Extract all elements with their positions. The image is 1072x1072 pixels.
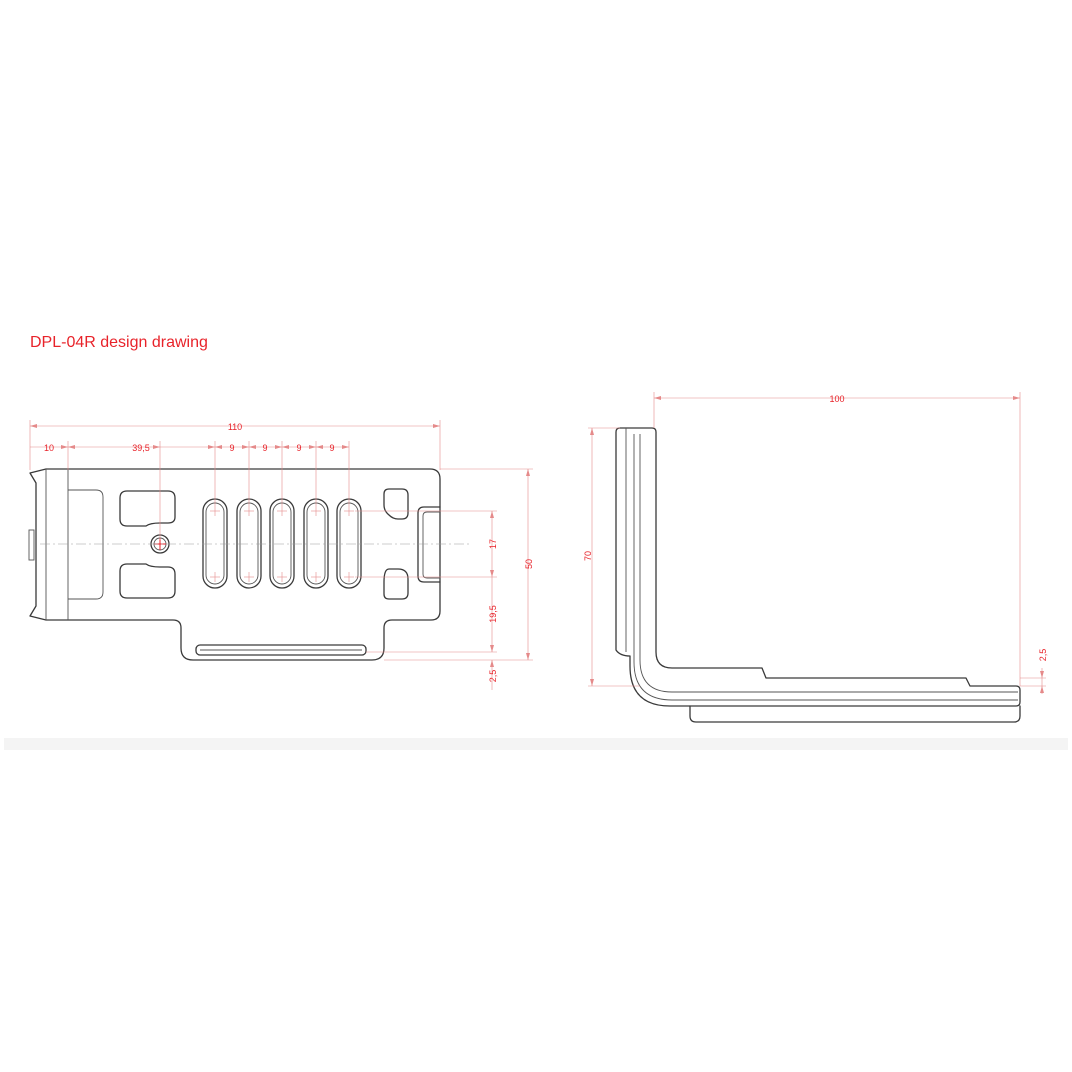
dim-left-offset: 10 xyxy=(44,443,54,453)
dim-slot-pitch-2: 9 xyxy=(262,443,267,453)
dim-bottom-offset: 19,5 xyxy=(488,605,498,623)
dim-lip: 2,5 xyxy=(488,670,498,683)
drawing-title: DPL-04R design drawing xyxy=(30,334,208,351)
dim-side-thickness: 2,5 xyxy=(1038,649,1048,662)
dim-slot-pitch-3: 9 xyxy=(296,443,301,453)
front-slot-center-marks xyxy=(210,506,354,582)
front-dimension-arrows xyxy=(30,424,530,667)
front-lower-cutout xyxy=(119,563,176,599)
front-left-slot xyxy=(28,529,35,561)
front-right-end-slot-inner xyxy=(422,511,440,579)
side-dimensions xyxy=(588,392,1046,694)
front-left-recess xyxy=(68,489,104,600)
side-vertical-plate-outer xyxy=(615,427,1021,707)
front-upper-cutout xyxy=(119,490,176,527)
dim-side-width: 100 xyxy=(829,394,844,404)
side-base-plate xyxy=(689,705,1021,723)
dim-hole-offset: 39,5 xyxy=(132,443,150,453)
dim-slot-pitch-4: 9 xyxy=(329,443,334,453)
front-right-upper-cutout xyxy=(383,488,409,520)
dim-side-height: 70 xyxy=(583,551,593,561)
front-dimensions xyxy=(29,420,533,690)
front-bottom-lip xyxy=(195,644,367,656)
divider-band xyxy=(4,738,1068,750)
front-view: 110 10 39,5 9 9 9 9 17 50 19,5 2,5 xyxy=(28,420,534,690)
dim-height: 50 xyxy=(524,559,534,569)
dim-slot-span: 17 xyxy=(488,539,498,549)
front-right-end-slot xyxy=(417,506,441,583)
side-dimension-arrows xyxy=(590,396,1044,693)
front-right-lower-cutout xyxy=(383,568,409,600)
side-inner-bend xyxy=(633,434,1018,701)
front-plate-outline xyxy=(29,468,441,661)
side-inner-bend-2 xyxy=(639,434,1018,693)
dim-slot-pitch-1: 9 xyxy=(229,443,234,453)
dim-overall-width: 110 xyxy=(228,422,242,432)
side-view: 100 70 2,5 xyxy=(583,392,1048,723)
